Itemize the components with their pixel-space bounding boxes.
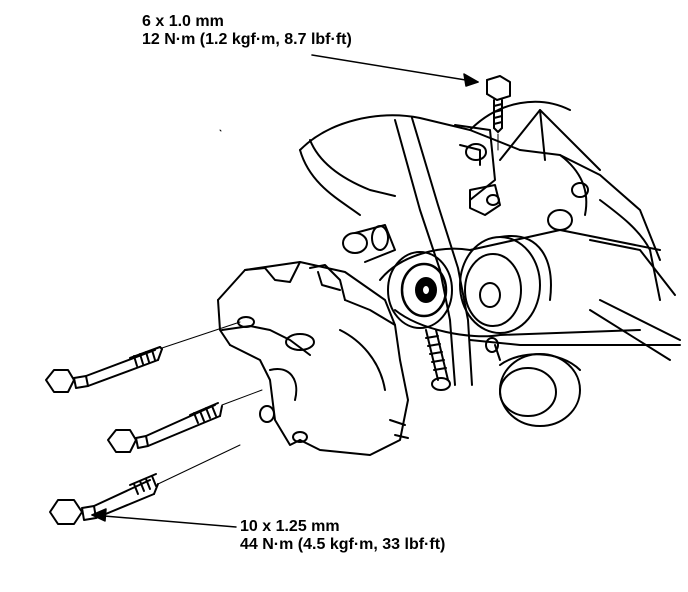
water-pump-pulley — [459, 234, 552, 334]
alignment-lines — [157, 133, 499, 485]
engine-block — [299, 100, 681, 386]
torque-callout-bottom: 10 x 1.25 mm 44 N·m (4.5 kgf·m, 33 lbf·f… — [240, 518, 445, 554]
bolt-size-bottom: 10 x 1.25 mm — [240, 518, 340, 535]
torque-callout-top: 6 x 1.0 mm 12 N·m (1.2 kgf·m, 8.7 lbf·ft… — [142, 13, 352, 49]
stray-marks — [219, 129, 222, 132]
top-bolt — [486, 75, 511, 133]
torque-spec-bottom: 44 N·m (4.5 kgf·m, 33 lbf·ft) — [240, 536, 446, 553]
leader-arrow-top — [311, 54, 479, 87]
leader-arrow-bottom — [91, 508, 237, 528]
tensioner-pulley — [387, 251, 453, 329]
drive-belt — [379, 229, 681, 346]
torque-spec-top: 12 N·m (1.2 kgf·m, 8.7 lbf·ft) — [142, 31, 352, 48]
tensioner-bracket — [217, 261, 409, 456]
bolt-upper — [45, 346, 163, 393]
tensioner-spring — [425, 329, 451, 391]
lower-idler-pulley — [485, 337, 581, 427]
bolt-middle — [107, 402, 223, 453]
bolt-size-top: 6 x 1.0 mm — [142, 13, 224, 30]
idler-stud — [342, 224, 396, 263]
